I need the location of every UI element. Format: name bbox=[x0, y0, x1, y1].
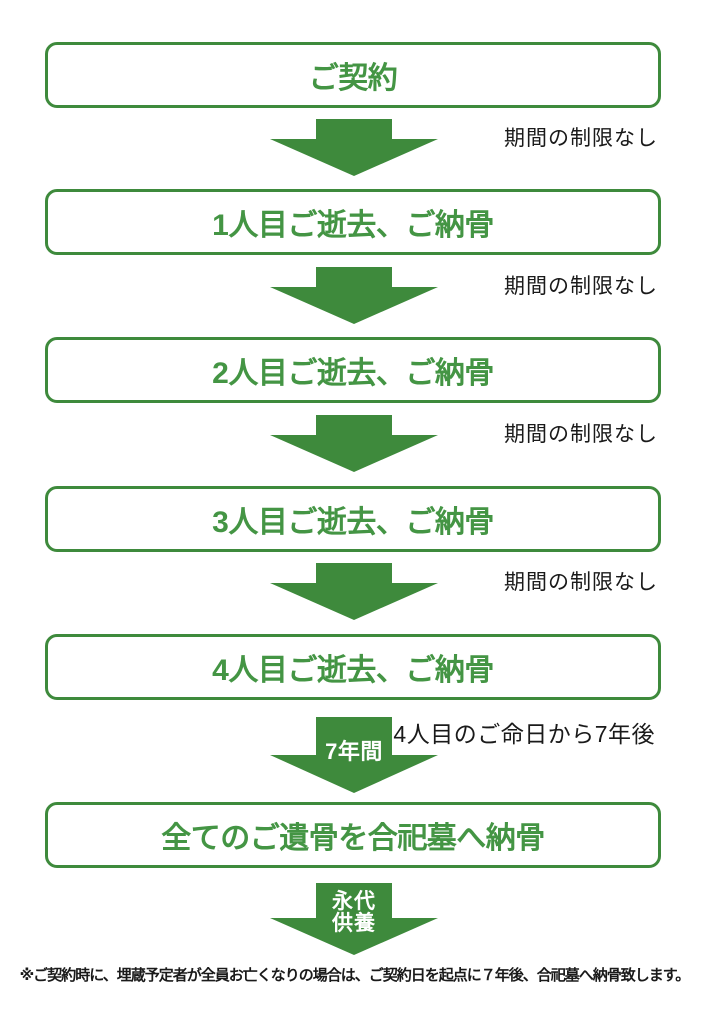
down-arrow-icon: 永代供養 bbox=[270, 883, 438, 955]
flow-box-label: 全てのご遺骨を合祀墓へ納骨 bbox=[161, 822, 545, 855]
flow-box-label: 4人目ご逝去、ご納骨 bbox=[212, 654, 494, 687]
arrow-note: 期間の制限なし bbox=[504, 275, 658, 298]
arrow-label-line1: 永代 bbox=[332, 890, 376, 913]
arrow-inline-label-seven-years: 7年間 bbox=[325, 739, 383, 764]
arrow-note: 4人目のご命日から7年後 bbox=[393, 721, 655, 747]
flow-box-label: 1人目ご逝去、ご納骨 bbox=[212, 209, 494, 242]
flow-box-communal-grave: 全てのご遺骨を合祀墓へ納骨 bbox=[45, 802, 661, 868]
down-arrow-icon bbox=[270, 119, 438, 176]
flow-box-third-death: 3人目ご逝去、ご納骨 bbox=[45, 486, 661, 552]
flow-box-fourth-death: 4人目ご逝去、ご納骨 bbox=[45, 634, 661, 700]
flow-box-label: 2人目ご逝去、ご納骨 bbox=[212, 357, 494, 390]
flow-box-contract: ご契約 bbox=[45, 42, 661, 108]
arrow-note: 期間の制限なし bbox=[504, 127, 658, 150]
flow-box-label: 3人目ご逝去、ご納骨 bbox=[212, 506, 494, 539]
down-arrow-icon bbox=[270, 267, 438, 324]
flow-box-label: ご契約 bbox=[308, 62, 398, 95]
down-arrow-icon bbox=[270, 563, 438, 620]
flow-box-first-death: 1人目ご逝去、ご納骨 bbox=[45, 189, 661, 255]
footnote-text: ※ご契約時に、埋蔵予定者が全員お亡くなりの場合は、ご契約日を起点に７年後、合祀墓… bbox=[19, 967, 691, 984]
flow-box-second-death: 2人目ご逝去、ご納骨 bbox=[45, 337, 661, 403]
arrow-note: 期間の制限なし bbox=[504, 423, 658, 446]
arrow-inline-label-eternal-memorial: 永代供養 bbox=[270, 891, 438, 935]
arrow-note: 期間の制限なし bbox=[504, 571, 658, 594]
down-arrow-icon bbox=[270, 415, 438, 472]
arrow-label-line2: 供養 bbox=[332, 912, 376, 935]
